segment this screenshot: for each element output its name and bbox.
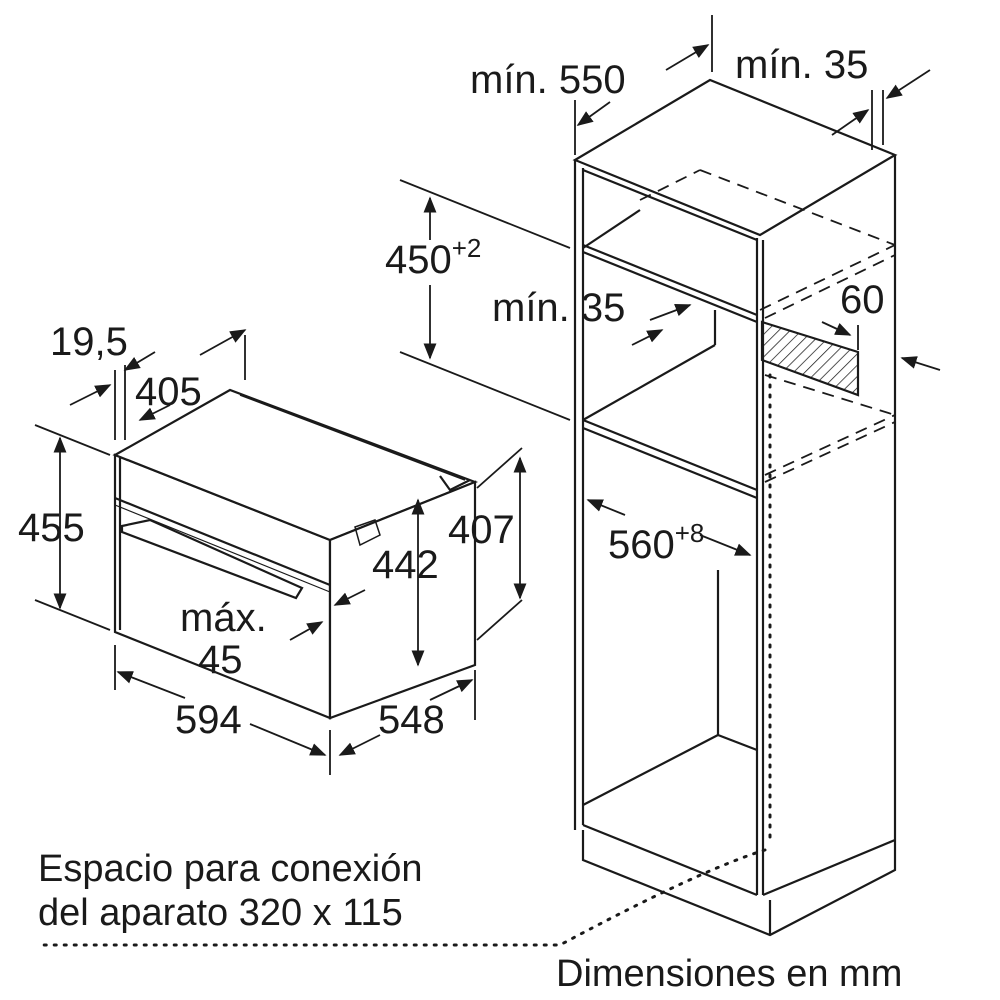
niche-height-base: 450 (385, 238, 452, 282)
niche-width-tolerance: +8 (674, 518, 705, 548)
label-19-5: 19,5 (50, 320, 128, 364)
connection-note-line2: del aparato 320 x 115 (38, 891, 403, 934)
label-niche-height: 450+2 (385, 235, 481, 282)
label-455: 455 (18, 506, 85, 550)
label-548: 548 (378, 698, 445, 742)
units-label: Dimensiones en mm (556, 953, 903, 995)
niche-height-tolerance: +2 (451, 233, 482, 263)
label-vent-60: 60 (840, 278, 885, 322)
tall-cabinet (38, 78, 898, 947)
niche-width-base: 560 (608, 523, 675, 567)
oven-appliance (112, 388, 479, 720)
label-min-35-rear: mín. 35 (492, 286, 626, 330)
label-407: 407 (448, 508, 515, 552)
label-405: 405 (135, 370, 202, 414)
label-max: máx. (180, 596, 267, 640)
label-594: 594 (175, 698, 242, 742)
label-min-550: mín. 550 (470, 58, 626, 102)
connection-note-line1: Espacio para conexión (38, 848, 423, 890)
label-442: 442 (372, 543, 439, 587)
dimension-lines (34, 15, 941, 775)
label-niche-width: 560+8 (608, 520, 704, 567)
label-45: 45 (198, 638, 243, 682)
label-min-35-top: mín. 35 (735, 43, 869, 87)
connection-note: Espacio para conexión del aparato 320 x … (38, 848, 422, 935)
